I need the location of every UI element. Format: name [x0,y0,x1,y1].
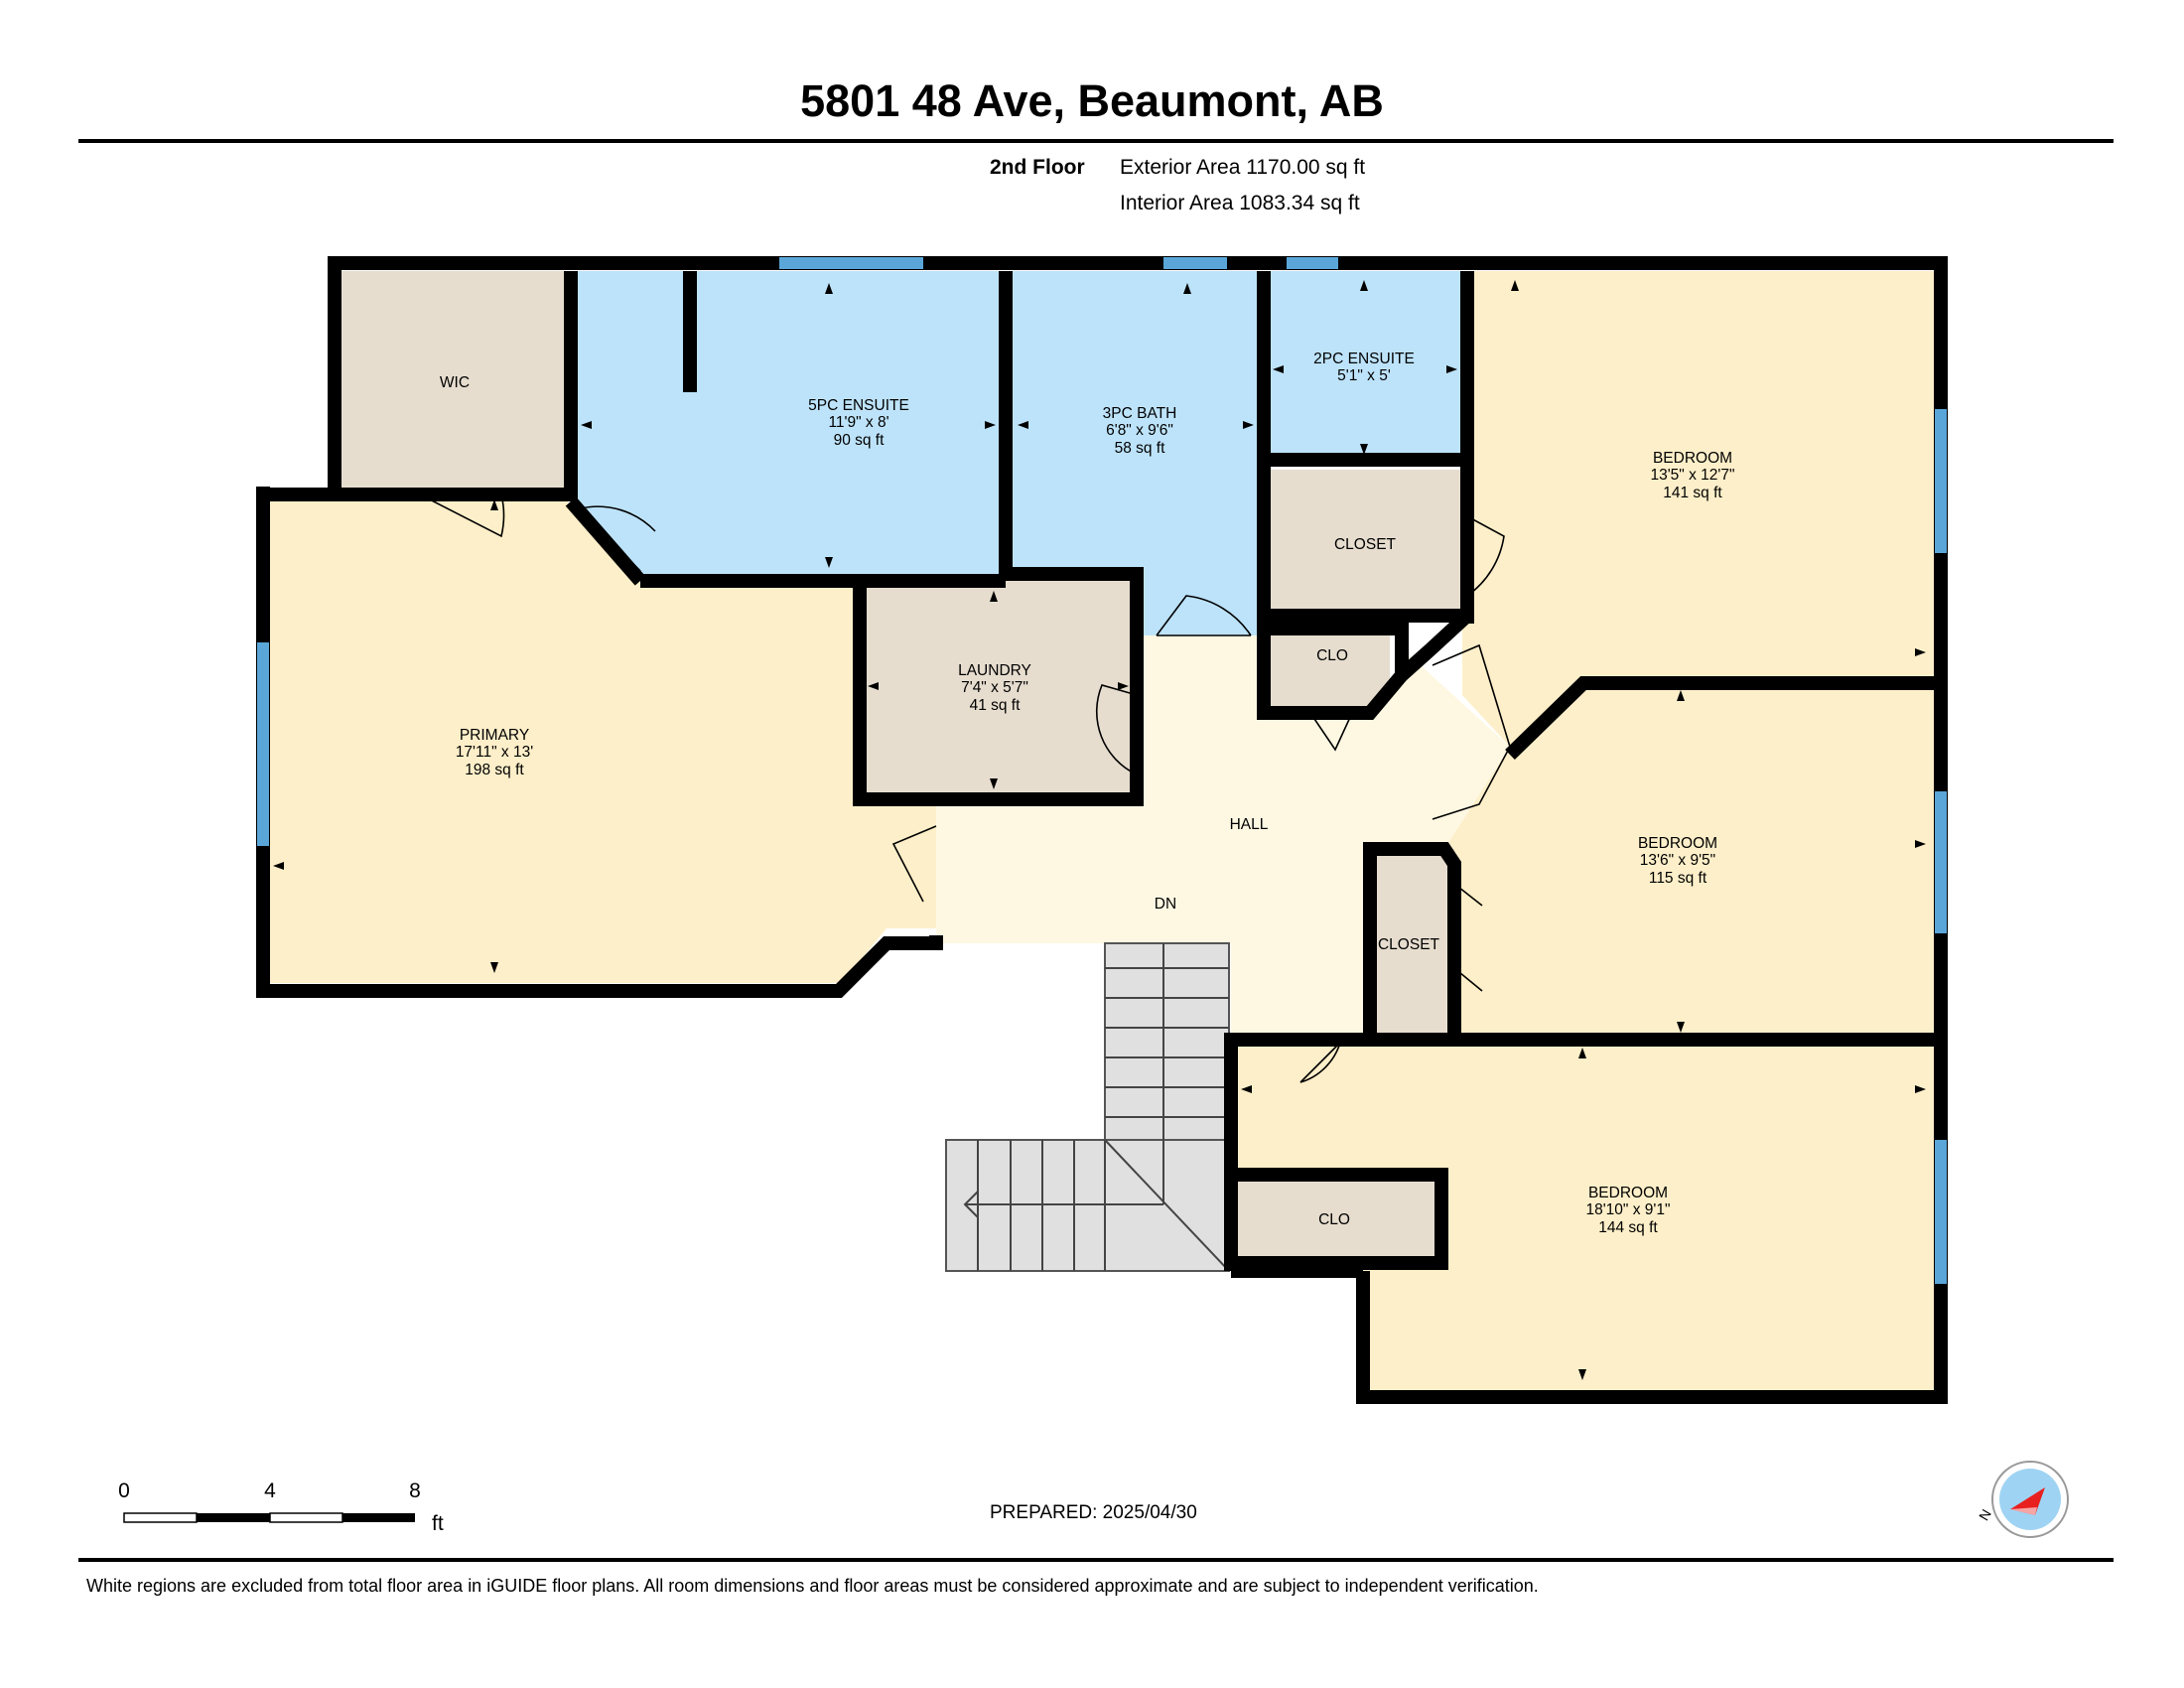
room-fills [263,271,1934,1390]
dimension-arrows [273,280,1926,1380]
scale-tick-0: 0 [118,1479,130,1502]
interior-area: Interior Area 1083.34 sq ft [1120,192,1360,214]
room-primary-dims: 17'11" x 13' [456,744,533,761]
room-2pc-ensuite-name: 2PC ENSUITE [1313,351,1415,367]
room-primary-area: 198 sq ft [465,762,524,778]
room-wic-fill [341,271,571,494]
room-laundry-name: LAUNDRY [958,662,1031,679]
room-laundry-dims: 7'4" x 5'7" [961,679,1028,696]
scale-bar: 0 4 8 ft [118,1479,444,1535]
room-laundry-area: 41 sq ft [970,697,1022,714]
room-wic-name: WIC [440,374,470,391]
room-closet1-name: CLOSET [1334,536,1397,553]
room-closet1-fill [1271,470,1462,616]
room-bedroom1-area: 141 sq ft [1663,485,1722,501]
room-closet2-fill [1370,849,1454,1040]
room-3pc-bath-dims: 6'8" x 9'6" [1106,422,1173,439]
room-bedroom3-fill [1231,1040,1934,1390]
room-3pc-bath-name: 3PC BATH [1103,405,1177,422]
scale-tick-8: 8 [409,1479,421,1502]
room-clo1-name: CLO [1316,647,1348,664]
room-2pc-ensuite-dims: 5'1" x 5' [1337,367,1391,384]
scale-segment-4 [342,1513,415,1522]
floor-label: 2nd Floor [990,156,1085,179]
room-bedroom2-name: BEDROOM [1638,835,1717,852]
room-primary-name: PRIMARY [460,727,529,744]
room-5pc-ensuite-area: 90 sq ft [834,432,886,449]
room-hall-name: HALL [1230,816,1269,833]
room-clo2-fill [1236,1177,1434,1256]
room-clo1-fill [1271,621,1390,715]
disclaimer-text: White regions are excluded from total fl… [86,1576,1539,1596]
floor-plan: WIC 5PC ENSUITE 11'9" x 8' 90 sq ft 3PC … [256,256,1948,1404]
scale-tick-4: 4 [264,1479,276,1502]
doors [419,493,1511,1083]
scale-segment-3 [269,1512,343,1523]
header-divider [78,139,2114,143]
scale-segment-2 [197,1513,270,1522]
scale-segment-1 [123,1512,198,1523]
prepared-date: PREPARED: 2025/04/30 [990,1502,1197,1523]
room-bedroom2-fill [1444,683,1934,1040]
stairs-down-label: DN [1155,896,1176,913]
compass-icon: N [1976,1461,2069,1538]
exterior-area: Exterior Area 1170.00 sq ft [1120,156,1366,179]
room-2pc-ensuite-fill [1264,271,1462,460]
room-3pc-bath-area: 58 sq ft [1115,440,1166,457]
page-title: 5801 48 Ave, Beaumont, AB [800,75,1384,126]
windows [257,257,1947,1284]
room-laundry-fill [860,581,1137,794]
room-closet2-name: CLOSET [1378,936,1440,953]
room-bedroom3-name: BEDROOM [1588,1185,1668,1201]
room-bedroom1-name: BEDROOM [1653,450,1732,467]
room-primary-fill [263,494,936,983]
room-bedroom2-area: 115 sq ft [1649,870,1707,887]
compass-north-label: N [1976,1506,1994,1523]
stairs [945,942,1230,1272]
room-clo2-name: CLO [1318,1211,1350,1228]
footer-divider [78,1558,2114,1562]
scale-unit: ft [432,1512,444,1535]
room-5pc-ensuite-name: 5PC ENSUITE [808,397,909,414]
room-3pc-bath-fill [1006,271,1264,635]
room-hall-fill [936,635,1510,1040]
room-5pc-ensuite-dims: 11'9" x 8' [828,414,888,431]
room-5pc-ensuite-fill [571,271,1006,576]
room-bedroom1-dims: 13'5" x 12'7" [1650,467,1734,484]
room-bedroom1-fill [1462,271,1934,747]
room-bedroom3-area: 144 sq ft [1598,1219,1658,1236]
room-bedroom2-dims: 13'6" x 9'5" [1640,852,1715,869]
room-labels: WIC 5PC ENSUITE 11'9" x 8' 90 sq ft 3PC … [440,351,1735,1236]
room-bedroom3-dims: 18'10" x 9'1" [1585,1201,1670,1218]
